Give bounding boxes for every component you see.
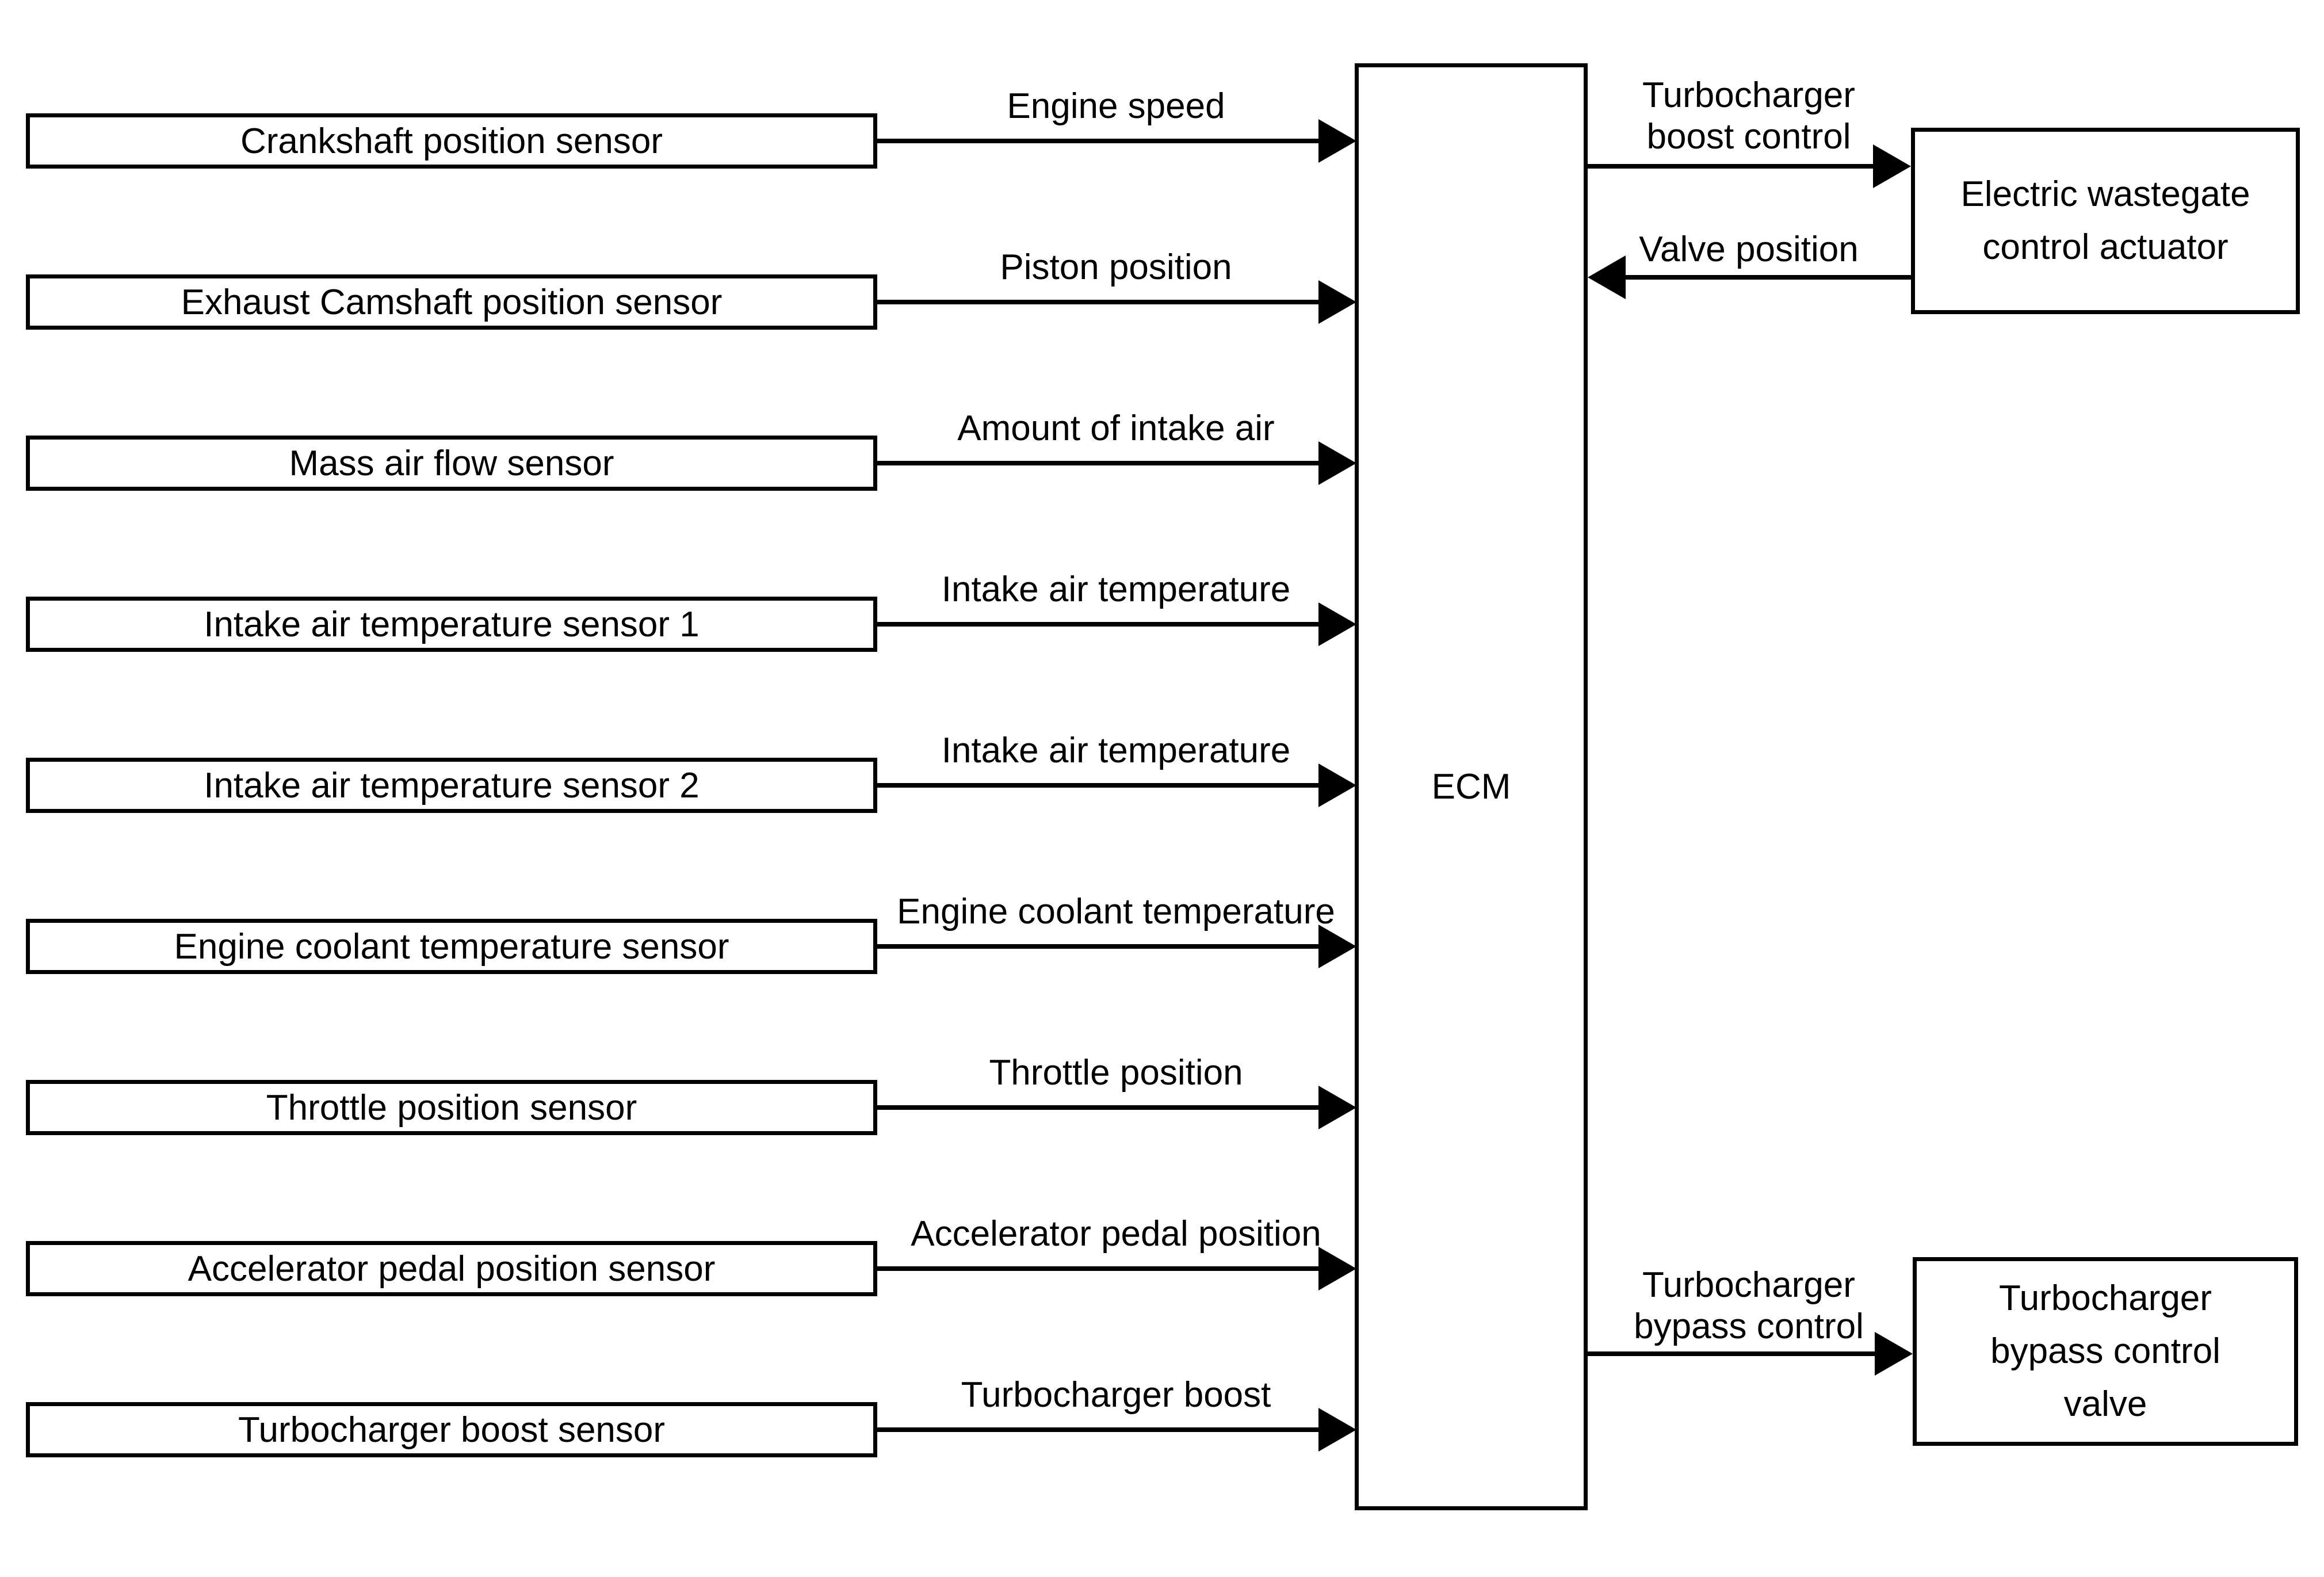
- valve-position-arrowhead-icon: [1588, 255, 1626, 299]
- signal-arrow-label: Intake air temperature: [941, 731, 1291, 770]
- sensor-box: Intake air temperature sensor 2: [26, 758, 877, 813]
- bypass-valve-box-label-line2: bypass control: [1990, 1331, 2220, 1371]
- wastegate-actuator-box: Electric wastegate control actuator: [1911, 128, 2300, 314]
- signal-arrowhead-icon: [1318, 119, 1356, 163]
- signal-arrowhead-icon: [1318, 1086, 1356, 1129]
- bypass-valve-box-label-line1: Turbocharger: [1999, 1278, 2212, 1318]
- sensor-box: Crankshaft position sensor: [26, 113, 877, 169]
- bypass-valve-box-label: Turbocharger bypass control valve: [1990, 1272, 2220, 1431]
- valve-position-arrow-line: [1626, 275, 1911, 280]
- sensor-box-label: Turbocharger boost sensor: [238, 1410, 666, 1450]
- sensor-box: Exhaust Camshaft position sensor: [26, 274, 877, 330]
- signal-arrow-line: [877, 139, 1318, 143]
- signal-arrowhead-icon: [1318, 1408, 1356, 1452]
- signal-arrow-label: Amount of intake air: [957, 408, 1275, 448]
- sensor-box-label: Crankshaft position sensor: [240, 121, 663, 161]
- sensor-box-label: Exhaust Camshaft position sensor: [181, 282, 723, 322]
- signal-arrow-line: [877, 461, 1318, 465]
- signal-arrow-line: [877, 1105, 1318, 1110]
- signal-arrow-label: Engine speed: [1007, 86, 1225, 126]
- signal-arrowhead-icon: [1318, 1247, 1356, 1290]
- signal-arrow-label: Piston position: [1000, 247, 1232, 287]
- boost-control-arrow-line: [1588, 164, 1875, 169]
- sensor-box-label: Mass air flow sensor: [289, 443, 614, 483]
- signal-arrow-label: Intake air temperature: [941, 570, 1291, 609]
- sensor-box: Intake air temperature sensor 1: [26, 597, 877, 652]
- ecm-box-label: ECM: [1431, 767, 1511, 807]
- signal-arrowhead-icon: [1318, 925, 1356, 968]
- bypass-control-arrow-line: [1588, 1351, 1875, 1356]
- boost-control-arrowhead-icon: [1873, 144, 1911, 188]
- signal-arrow-line: [877, 1266, 1318, 1271]
- sensor-box: Accelerator pedal position sensor: [26, 1241, 877, 1296]
- sensor-box-label: Intake air temperature sensor 2: [204, 765, 700, 805]
- valve-position-arrow-label: Valve position: [1639, 230, 1859, 269]
- signal-arrowhead-icon: [1318, 280, 1356, 324]
- bypass-control-arrowhead-icon: [1875, 1332, 1913, 1376]
- bypass-valve-box-label-line3: valve: [2063, 1384, 2147, 1424]
- signal-arrow-label: Accelerator pedal position: [911, 1214, 1321, 1254]
- sensor-box: Throttle position sensor: [26, 1080, 877, 1135]
- sensor-box: Turbocharger boost sensor: [26, 1402, 877, 1457]
- sensor-box: Engine coolant temperature sensor: [26, 919, 877, 974]
- signal-arrow-line: [877, 1427, 1318, 1432]
- signal-arrowhead-icon: [1318, 441, 1356, 485]
- bypass-control-arrow-label-line2: bypass control: [1634, 1307, 1864, 1346]
- sensor-box-label: Intake air temperature sensor 1: [204, 604, 700, 644]
- signal-arrow-line: [877, 300, 1318, 304]
- signal-arrow-label: Engine coolant temperature: [897, 892, 1335, 931]
- boost-control-arrow-label-line1: Turbocharger: [1642, 75, 1855, 115]
- sensor-box-label: Accelerator pedal position sensor: [188, 1248, 716, 1289]
- sensor-box-label: Engine coolant temperature sensor: [174, 926, 729, 967]
- wastegate-actuator-box-label-line2: control actuator: [1982, 227, 2229, 267]
- signal-arrowhead-icon: [1318, 763, 1356, 807]
- wastegate-actuator-box-label-line1: Electric wastegate: [1960, 174, 2250, 214]
- signal-arrow-line: [877, 944, 1318, 949]
- sensor-box-label: Throttle position sensor: [266, 1087, 637, 1128]
- bypass-valve-box: Turbocharger bypass control valve: [1913, 1257, 2298, 1446]
- bypass-control-arrow-label: Turbocharger bypass control: [1605, 1265, 1893, 1347]
- signal-arrow-label: Throttle position: [989, 1053, 1243, 1093]
- signal-arrowhead-icon: [1318, 602, 1356, 646]
- sensor-box: Mass air flow sensor: [26, 436, 877, 491]
- boost-control-arrow-label-line2: boost control: [1646, 117, 1851, 156]
- bypass-control-arrow-label-line1: Turbocharger: [1642, 1265, 1855, 1305]
- signal-arrow-label: Turbocharger boost: [961, 1375, 1271, 1415]
- ecm-box: ECM: [1355, 63, 1588, 1510]
- boost-control-arrow-label: Turbocharger boost control: [1605, 75, 1893, 158]
- signal-arrow-line: [877, 783, 1318, 788]
- signal-arrow-line: [877, 622, 1318, 627]
- wastegate-actuator-box-label: Electric wastegate control actuator: [1960, 168, 2250, 274]
